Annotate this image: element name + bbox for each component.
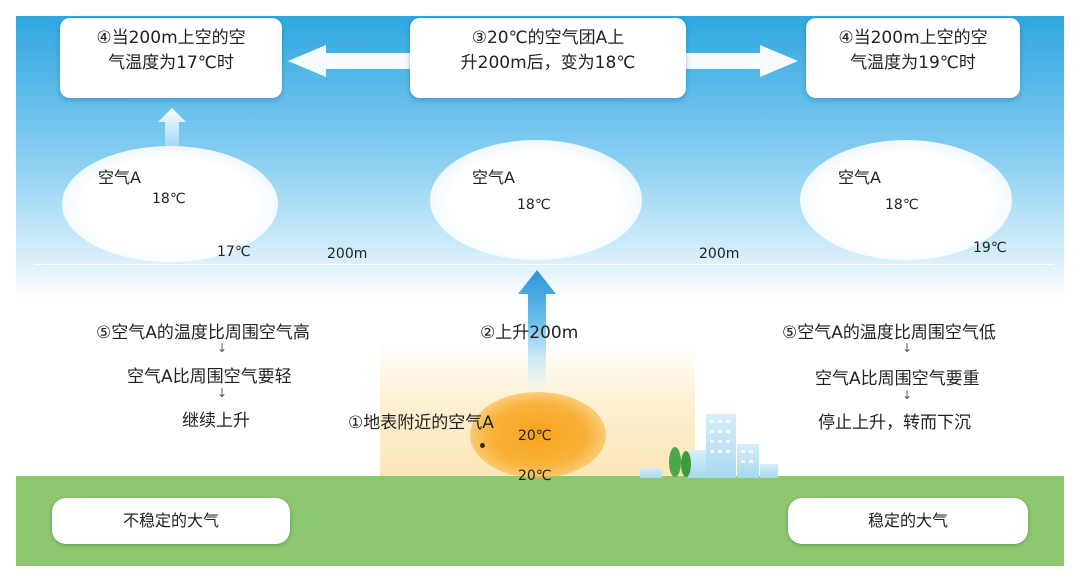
pointer-dot [480,443,485,448]
left-explanation-panel [16,350,380,476]
top-box-center-line2: 升200m后，变为18℃ [460,53,636,73]
top-box-left-line1: ④当200m上空的空 [96,28,246,48]
top-box-right: ④当200m上空的空 气温度为19℃时 [806,18,1020,98]
air-parcel-left [62,146,278,262]
top-box-center: ③20℃的空气团A上 升200m后，变为18℃ [410,18,686,98]
surface-air-label: ①地表附近的空气A [348,413,494,433]
surface-warm-air [470,392,606,478]
altitude-right-height: 200m [699,246,740,262]
right-chain-line1: ⑤空气A的温度比周围空气低 [782,323,996,343]
trees [669,447,691,477]
top-box-left-line2: 气温度为17℃时 [108,53,234,73]
top-box-right-line2: 气温度为19℃时 [850,53,976,73]
left-chain-line1: ⑤空气A的温度比周围空气高 [96,323,310,343]
cloud-center-name: 空气A [472,168,515,187]
left-chain-arrow2: ↓ [217,386,228,400]
rise-arrow [518,270,556,400]
right-chain-line2: 空气A比周围空气要重 [815,369,980,389]
top-box-center-line1: ③20℃的空气团A上 [471,28,625,48]
altitude-right-temp: 19℃ [973,240,1007,256]
cloud-left-name: 空气A [98,168,141,187]
ground-temp: 20℃ [518,468,552,484]
right-chain-arrow1: ↓ [902,341,913,355]
altitude-left-temp: 17℃ [217,244,251,260]
right-chain-arrow2: ↓ [902,388,913,402]
left-chain-line3: 继续上升 [182,411,250,431]
stable-atmosphere-label: 稳定的大气 [788,498,1028,544]
small-up-arrow [158,108,186,146]
altitude-200m-line [34,264,1054,265]
cloud-right-temp: 18℃ [885,197,919,213]
unstable-atmosphere-label: 不稳定的大气 [52,498,290,544]
cloud-left-temp: 18℃ [152,191,186,207]
right-chain-line3: 停止上升，转而下沉 [818,413,971,433]
surface-air-temp: 20℃ [518,428,552,444]
left-chain-arrow1: ↓ [217,341,228,355]
cloud-center-temp: 18℃ [517,197,551,213]
cloud-right-name: 空气A [838,168,881,187]
top-box-right-line1: ④当200m上空的空 [838,28,988,48]
left-chain-line2: 空气A比周围空气要轻 [127,367,292,387]
air-parcel-center [430,140,642,260]
rise-label: ②上升200m [480,323,579,343]
air-parcel-right [800,140,1012,260]
city-buildings [640,414,778,478]
top-box-left: ④当200m上空的空 气温度为17℃时 [60,18,282,98]
altitude-left-height: 200m [327,246,368,262]
